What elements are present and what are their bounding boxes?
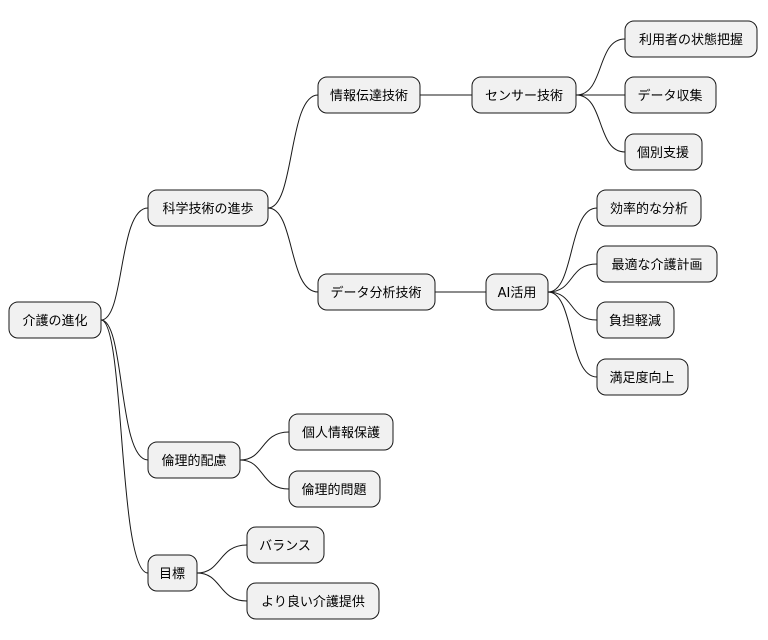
edge-ethics-item-1 bbox=[239, 431, 290, 461]
node-ai-item-4-label: 満足度向上 bbox=[609, 370, 674, 386]
node-ethics-label: 倫理的配慮 bbox=[161, 453, 226, 469]
node-sensor-item-1: 利用者の状態把握 bbox=[624, 20, 758, 58]
edge-science-infotech bbox=[267, 94, 319, 209]
node-sensor-item-1-label: 利用者の状態把握 bbox=[639, 32, 743, 48]
node-goal-item-2: より良い介護提供 bbox=[246, 582, 380, 620]
node-ai-item-3: 負担軽減 bbox=[596, 301, 675, 339]
edge-root-ethics bbox=[100, 319, 149, 461]
node-data-analysis-label: データ分析技術 bbox=[330, 285, 421, 301]
node-info-tech: 情報伝達技術 bbox=[317, 76, 421, 114]
edge-root-goal bbox=[100, 319, 149, 574]
node-ai: AI活用 bbox=[485, 273, 549, 311]
node-ai-label: AI活用 bbox=[498, 286, 537, 301]
node-sensor-item-2-label: データ収集 bbox=[637, 88, 702, 104]
edge-science-dataanalysis bbox=[267, 207, 319, 293]
node-root: 介護の進化 bbox=[8, 301, 102, 339]
edge-ai-item-3 bbox=[547, 291, 598, 321]
node-ethics-item-2-label: 倫理的問題 bbox=[301, 482, 366, 498]
node-ethics-item-1: 個人情報保護 bbox=[288, 413, 394, 451]
node-ethics-item-2: 倫理的問題 bbox=[288, 470, 381, 508]
edge-sensor-item-3 bbox=[575, 94, 626, 153]
edge-ai-item-2 bbox=[547, 263, 598, 293]
node-ai-item-1-label: 効率的な分析 bbox=[610, 201, 688, 217]
node-goal-item-1-label: バランス bbox=[259, 539, 311, 554]
edge-sensor-item-1 bbox=[575, 38, 626, 96]
node-goal-item-1: バランス bbox=[246, 526, 325, 564]
edge-goal-item-2 bbox=[196, 572, 248, 602]
node-root-label: 介護の進化 bbox=[22, 313, 87, 329]
node-ai-item-3-label: 負担軽減 bbox=[609, 313, 661, 329]
node-goal-item-2-label: より良い介護提供 bbox=[261, 594, 365, 610]
node-info-tech-label: 情報伝達技術 bbox=[330, 89, 408, 104]
node-science: 科学技術の進歩 bbox=[147, 189, 269, 227]
mindmap-edges bbox=[100, 38, 626, 602]
node-goal-label: 目標 bbox=[159, 567, 185, 582]
node-ai-item-2: 最適な介護計画 bbox=[596, 245, 718, 283]
node-science-label: 科学技術の進歩 bbox=[162, 201, 253, 217]
node-ethics-item-1-label: 個人情報保護 bbox=[302, 425, 380, 441]
edge-ai-item-1 bbox=[547, 207, 598, 293]
node-sensor-item-3-label: 個別支援 bbox=[637, 146, 689, 161]
edge-root-science bbox=[100, 207, 149, 321]
edge-goal-item-1 bbox=[196, 544, 248, 574]
node-data-analysis: データ分析技術 bbox=[317, 273, 436, 311]
node-sensor-item-3: 個別支援 bbox=[624, 133, 703, 171]
node-sensor-label: センサー技術 bbox=[485, 89, 563, 104]
node-ai-item-2-label: 最適な介護計画 bbox=[611, 257, 702, 273]
node-ethics: 倫理的配慮 bbox=[147, 441, 241, 479]
node-sensor: センサー技術 bbox=[471, 76, 577, 114]
node-ai-item-4: 満足度向上 bbox=[596, 358, 689, 396]
node-sensor-item-2: データ収集 bbox=[624, 76, 717, 114]
node-goal: 目標 bbox=[147, 554, 198, 592]
edge-ethics-item-2 bbox=[239, 459, 290, 490]
edge-ai-item-4 bbox=[547, 291, 598, 378]
node-ai-item-1: 効率的な分析 bbox=[596, 189, 702, 227]
